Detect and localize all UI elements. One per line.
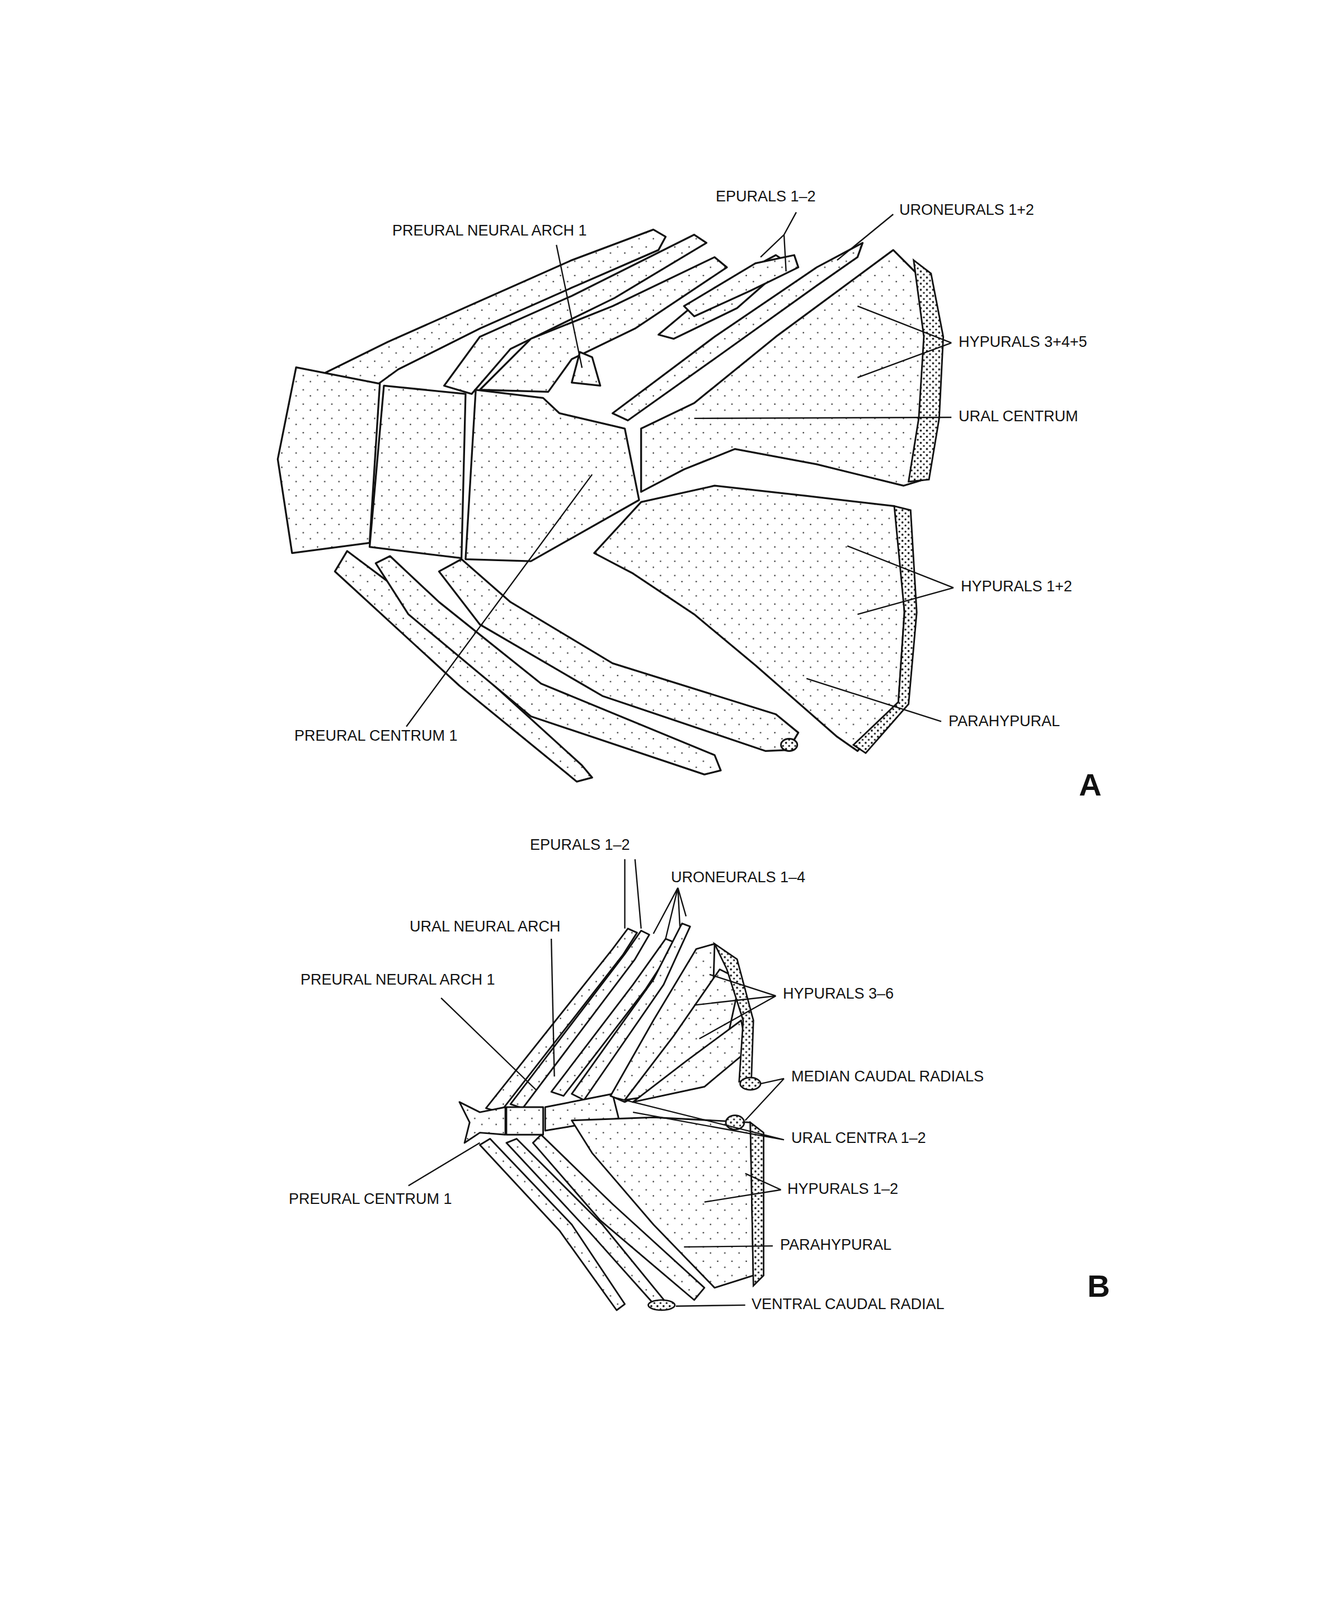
part-label: PREURAL NEURAL ARCH 1 — [299, 972, 497, 989]
part-label: HYPURALS 3–6 — [781, 986, 895, 1003]
part-label: PREURAL CENTRUM 1 — [287, 1191, 454, 1209]
part-label: URONEURALS 1+2 — [898, 202, 1036, 219]
part-label: URONEURALS 1–4 — [669, 869, 807, 887]
part-label: URAL CENTRUM — [957, 408, 1080, 426]
part-label: HYPURALS 3+4+5 — [957, 334, 1089, 351]
part-label: PARAHYPURAL — [947, 713, 1062, 731]
part-label: EPURALS 1–2 — [714, 188, 818, 206]
part-label: HYPURALS 1+2 — [959, 578, 1074, 596]
panel-b-bones — [459, 923, 754, 1311]
leader-lines — [406, 212, 954, 1307]
part-label: VENTRAL CAUDAL RADIAL — [750, 1296, 946, 1314]
panel-a-cartilage — [781, 260, 944, 754]
part-label: HYPURALS 1–2 — [786, 1181, 900, 1199]
panel-letter: A — [1077, 767, 1103, 803]
part-label: MEDIAN CAUDAL RADIALS — [790, 1068, 985, 1086]
part-label: PARAHYPURAL — [778, 1237, 893, 1255]
part-label: URAL CENTRA 1–2 — [790, 1130, 928, 1148]
part-label: PREURAL NEURAL ARCH 1 — [391, 222, 589, 240]
part-label: EPURALS 1–2 — [528, 837, 632, 854]
part-label: URAL NEURAL ARCH — [408, 918, 562, 936]
part-label: PREURAL CENTRUM 1 — [293, 728, 459, 745]
panel-letter: B — [1086, 1269, 1111, 1304]
panel-a-bones — [277, 229, 934, 782]
